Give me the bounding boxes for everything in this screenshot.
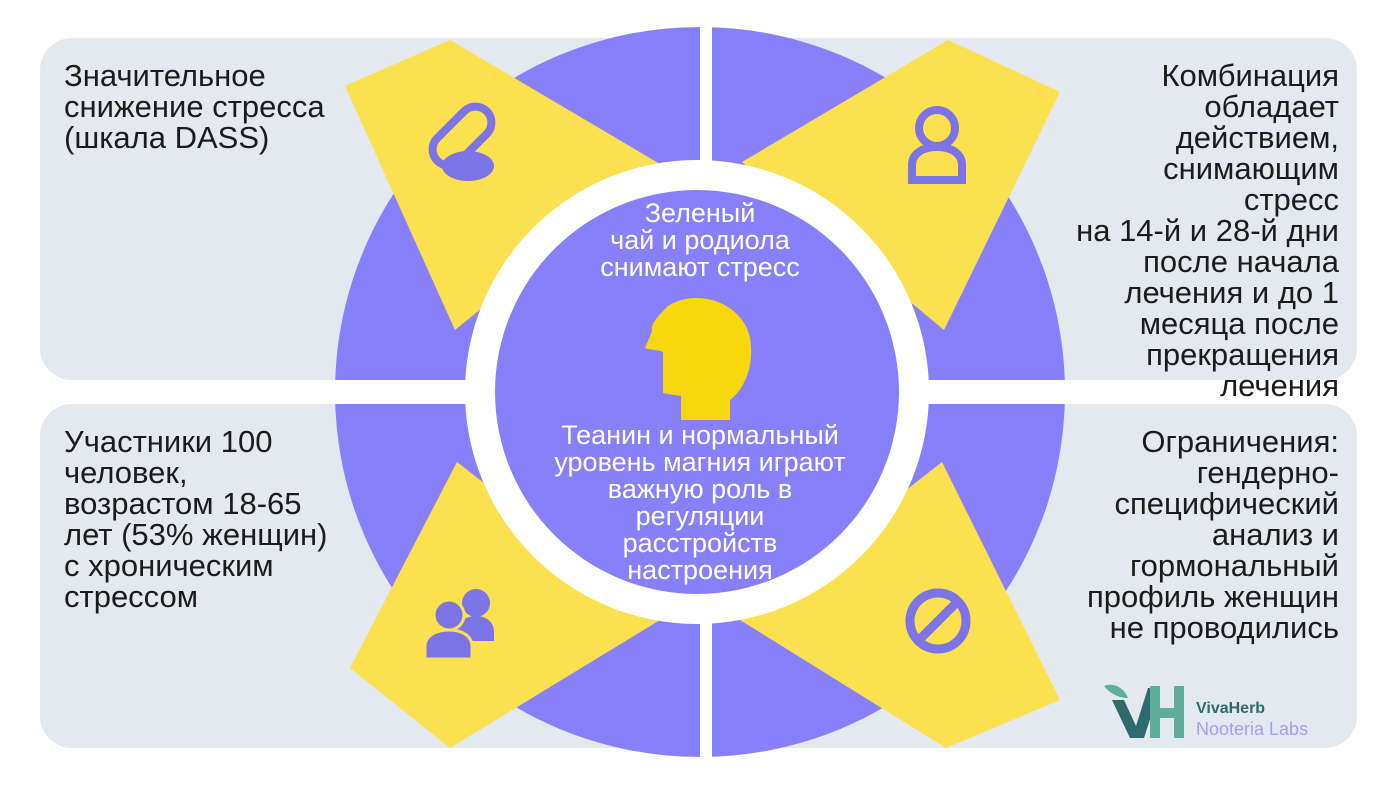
text-top-left: Значительное снижение стресса (шкала DAS… [64,58,325,155]
group-icon [423,589,494,661]
brand-logo-mark [1104,684,1184,738]
text-top-right: Комбинация обладает действием, снимающим… [1076,58,1339,403]
diamond-top-left [345,40,660,330]
prohibited-icon [905,588,971,654]
center-top-text: Зеленый чай и родиола снимают стресс [600,198,800,282]
brand-subtitle: Nooteria Labs [1196,719,1309,739]
head-profile-icon [645,298,752,420]
text-bottom-left: Участники 100 человек, возрастом 18-65 л… [64,424,328,614]
diamond-top-right [742,40,1060,330]
person-icon [908,106,966,184]
diamond-bottom-right [740,462,1060,748]
diamond-bottom-left [350,462,660,748]
text-bottom-right: Ограничения: гендерно- специфический ана… [1087,424,1339,645]
pills-icon [428,102,496,181]
center-bottom-text: Теанин и нормальный уровень магния играю… [554,420,846,585]
brand-name: VivaHerb [1196,700,1266,717]
